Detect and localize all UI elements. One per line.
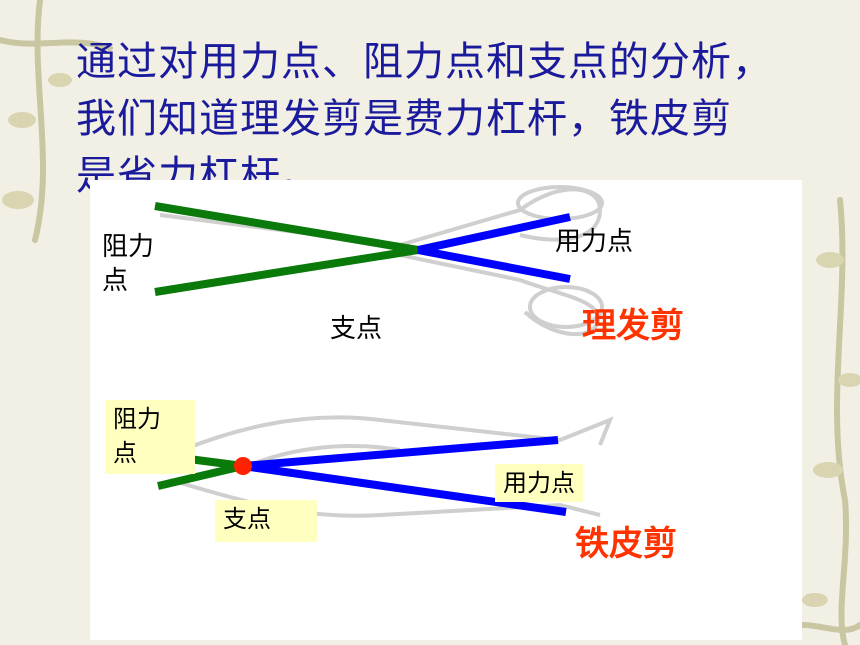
- tin-snips-name: 铁皮剪: [575, 524, 677, 564]
- hair-effort-arm-1: [417, 213, 571, 254]
- tin-fulcrum-label: 支点: [215, 500, 317, 542]
- tin-resistance-arm-2: [157, 462, 244, 490]
- slide-text-line-2: 我们知道理发剪是费力杠杆，铁皮剪: [76, 96, 732, 142]
- tin-resistance-label-line-2: 点: [113, 439, 137, 467]
- tin-effort-arm-2: [242, 462, 567, 516]
- fulcrum-dot-icon: [234, 457, 252, 475]
- hair-resistance-label-line-2: 点: [102, 266, 129, 296]
- hair-resistance-label: 阻力 点: [102, 230, 154, 298]
- tin-resistance-label: 阻力 点: [105, 400, 195, 474]
- tin-resistance-label-line-1: 阻力: [113, 405, 161, 433]
- hair-resistance-arm-1: [154, 202, 419, 254]
- hair-scissors-name: 理发剪: [582, 306, 684, 346]
- slide-text-line-1: 通过对用力点、阻力点和支点的分析，: [76, 39, 773, 85]
- hair-resistance-label-line-1: 阻力: [102, 232, 155, 262]
- hair-resistance-arm-2: [154, 246, 419, 296]
- tin-effort-label: 用力点: [495, 464, 583, 502]
- hair-effort-arm-2: [417, 246, 571, 283]
- hair-fulcrum-label: 支点: [330, 314, 383, 344]
- hair-effort-label: 用力点: [555, 227, 634, 257]
- tin-effort-arm-1: [242, 436, 559, 470]
- scissors-outline-icon: [159, 185, 604, 337]
